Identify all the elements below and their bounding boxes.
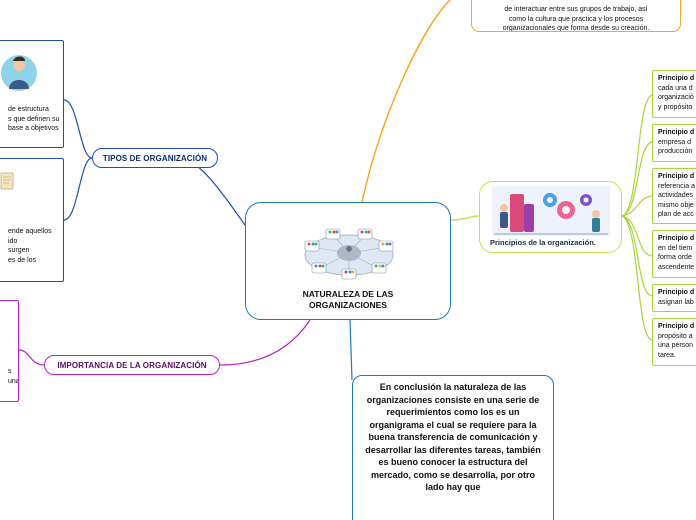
principio-node-1-title: Principio d	[658, 75, 695, 82]
principio-node-6-title: Principio d	[658, 323, 695, 330]
network-people-icon	[304, 228, 394, 280]
principio-node-2[interactable]: Principio d empresa d producción	[652, 124, 696, 162]
importancia-node-line4: una	[8, 377, 19, 385]
principio-node-2-title: Principio d	[658, 129, 695, 136]
conclusion-node[interactable]: En conclusión la naturaleza de las organ…	[352, 375, 554, 520]
principio-node-1[interactable]: Principio d cada una d organizació y pro…	[652, 70, 696, 118]
tipos-node-2-line3: surgen	[8, 247, 30, 254]
principios-node[interactable]: Principios de la organización.	[479, 181, 622, 253]
connector-importancia-node	[18, 349, 45, 366]
tipos-node-1-line2: s que definen su	[8, 115, 60, 123]
principios-caption: Principios de la organización.	[490, 238, 596, 247]
importancia-node-line3: s	[8, 368, 12, 375]
tipos-node-1-line1: de estructura	[8, 106, 49, 113]
principio-node-4-title: Principio d	[658, 235, 695, 242]
connector-tipos	[179, 157, 251, 233]
importancia-node[interactable]: s una	[0, 300, 19, 402]
teamwork-gears-icon	[492, 186, 610, 236]
conclusion-text: En conclusión la naturaleza de las organ…	[365, 382, 541, 492]
principio-node-6[interactable]: Principio d propósito a una person tarea…	[652, 318, 696, 366]
principio-node-5[interactable]: Principio d asignan lab	[652, 284, 696, 312]
principio-node-4[interactable]: Principio d en del tiem forma orde ascen…	[652, 230, 696, 278]
connector-top-right	[361, 0, 451, 203]
branch-tipos[interactable]: TIPOS DE ORGANIZACIÓN	[92, 148, 218, 168]
connector-principios	[450, 215, 480, 221]
central-topic[interactable]: NATURALEZA DE LAS ORGANIZACIONES	[245, 202, 451, 320]
tipos-node-1[interactable]: de estructura s que definen su base a ob…	[0, 40, 64, 148]
branch-importancia[interactable]: IMPORTANCIA DE LA ORGANIZACIÓN	[44, 355, 220, 375]
tipos-node-2-line2: ido	[8, 237, 18, 245]
connector-tipos-node2	[63, 157, 93, 221]
business-person-icon	[1, 55, 37, 91]
connector-tipos-node1	[63, 99, 93, 159]
top-right-line2: como la cultura que practica y los proce…	[508, 15, 644, 23]
principio-node-3[interactable]: Principio d referencia a actividades mis…	[652, 168, 696, 224]
tipos-node-2[interactable]: ende aquellos ido surgen es de los	[0, 158, 64, 282]
top-right-line3: organizacionales que forma desde su crea…	[502, 25, 650, 32]
principio-node-5-title: Principio d	[658, 289, 695, 296]
top-right-note[interactable]: de interactuar entre sus grupos de traba…	[471, 0, 681, 32]
connector-importancia	[219, 319, 311, 366]
tipos-node-1-line3: base a objetivos	[8, 125, 59, 132]
connector-conclusion	[349, 319, 353, 381]
central-title: NATURALEZA DE LAS ORGANIZACIONES	[302, 289, 394, 310]
top-right-line1: de interactuar entre sus grupos de traba…	[504, 6, 648, 13]
principio-node-3-title: Principio d	[658, 173, 695, 180]
tipos-node-2-line1: ende aquellos	[8, 228, 52, 235]
tipos-node-2-line4: es de los	[8, 256, 37, 264]
document-icon	[0, 172, 14, 190]
